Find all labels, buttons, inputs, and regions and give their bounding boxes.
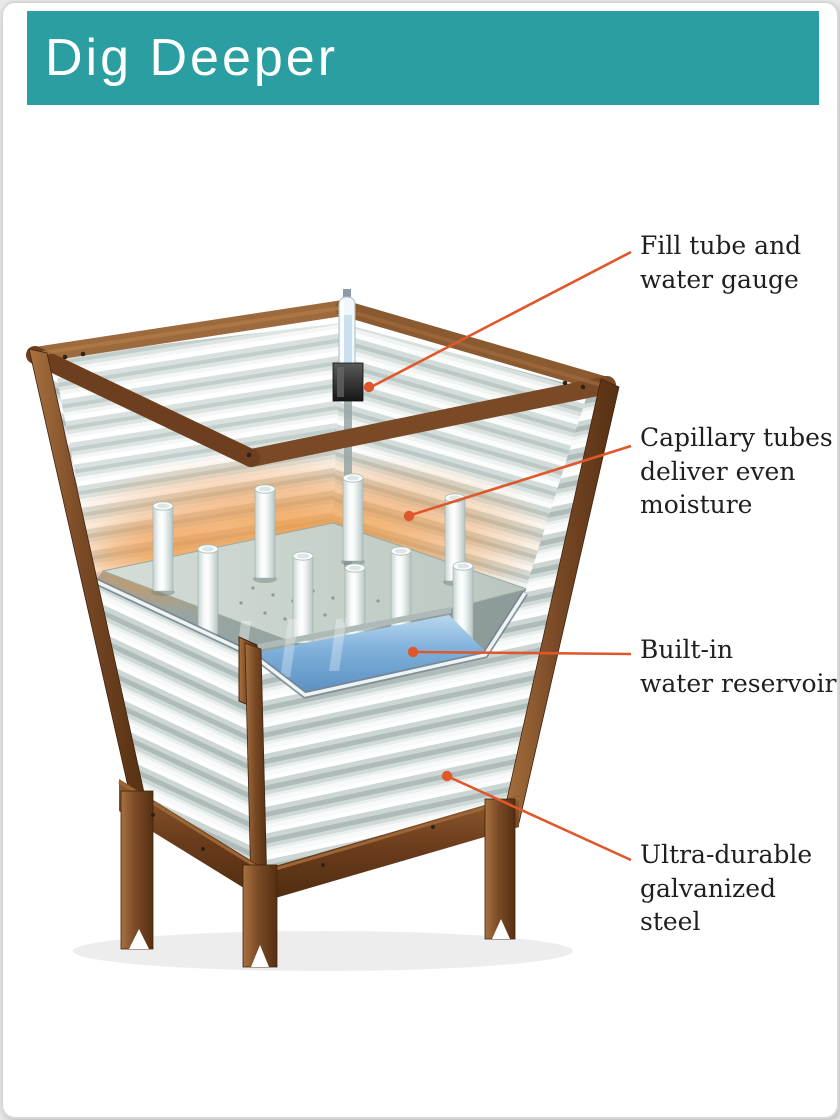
leader-dot-reservoir xyxy=(407,646,419,658)
page-title: Dig Deeper xyxy=(45,29,339,87)
leader-dot-capillary xyxy=(403,510,415,522)
rim-screws xyxy=(62,351,586,458)
leader-line-reservoir xyxy=(414,650,632,656)
callout-water-reservoir: Built-in water reservoir xyxy=(640,635,837,698)
leader-line-capillary xyxy=(410,444,632,517)
callout-capillary-tubes: Capillary tubes deliver even moisture xyxy=(640,423,833,519)
planter-illustration xyxy=(26,250,632,971)
leader-lines xyxy=(363,250,632,862)
wood-base xyxy=(118,779,520,968)
fill-tube-assembly xyxy=(332,289,364,402)
leader-line-fill-tube xyxy=(370,250,632,389)
floor-shadow xyxy=(73,931,573,971)
water-surface xyxy=(255,615,487,693)
header-bar: Dig Deeper xyxy=(27,11,819,105)
leg-left xyxy=(120,790,154,950)
platform-holes xyxy=(239,586,380,627)
leader-dot-steel xyxy=(441,770,453,782)
planter-interior xyxy=(53,323,589,695)
leader-line-steel xyxy=(448,775,632,862)
leader-dot-fill-tube xyxy=(363,381,375,393)
callout-fill-tube: Fill tube and water gauge xyxy=(640,231,802,294)
cut-edge-lip-highlight xyxy=(94,579,527,697)
leg-right xyxy=(484,798,516,940)
callout-galvanized-steel: Ultra-durable galvanized steel xyxy=(640,840,813,936)
wood-rim xyxy=(26,300,616,467)
